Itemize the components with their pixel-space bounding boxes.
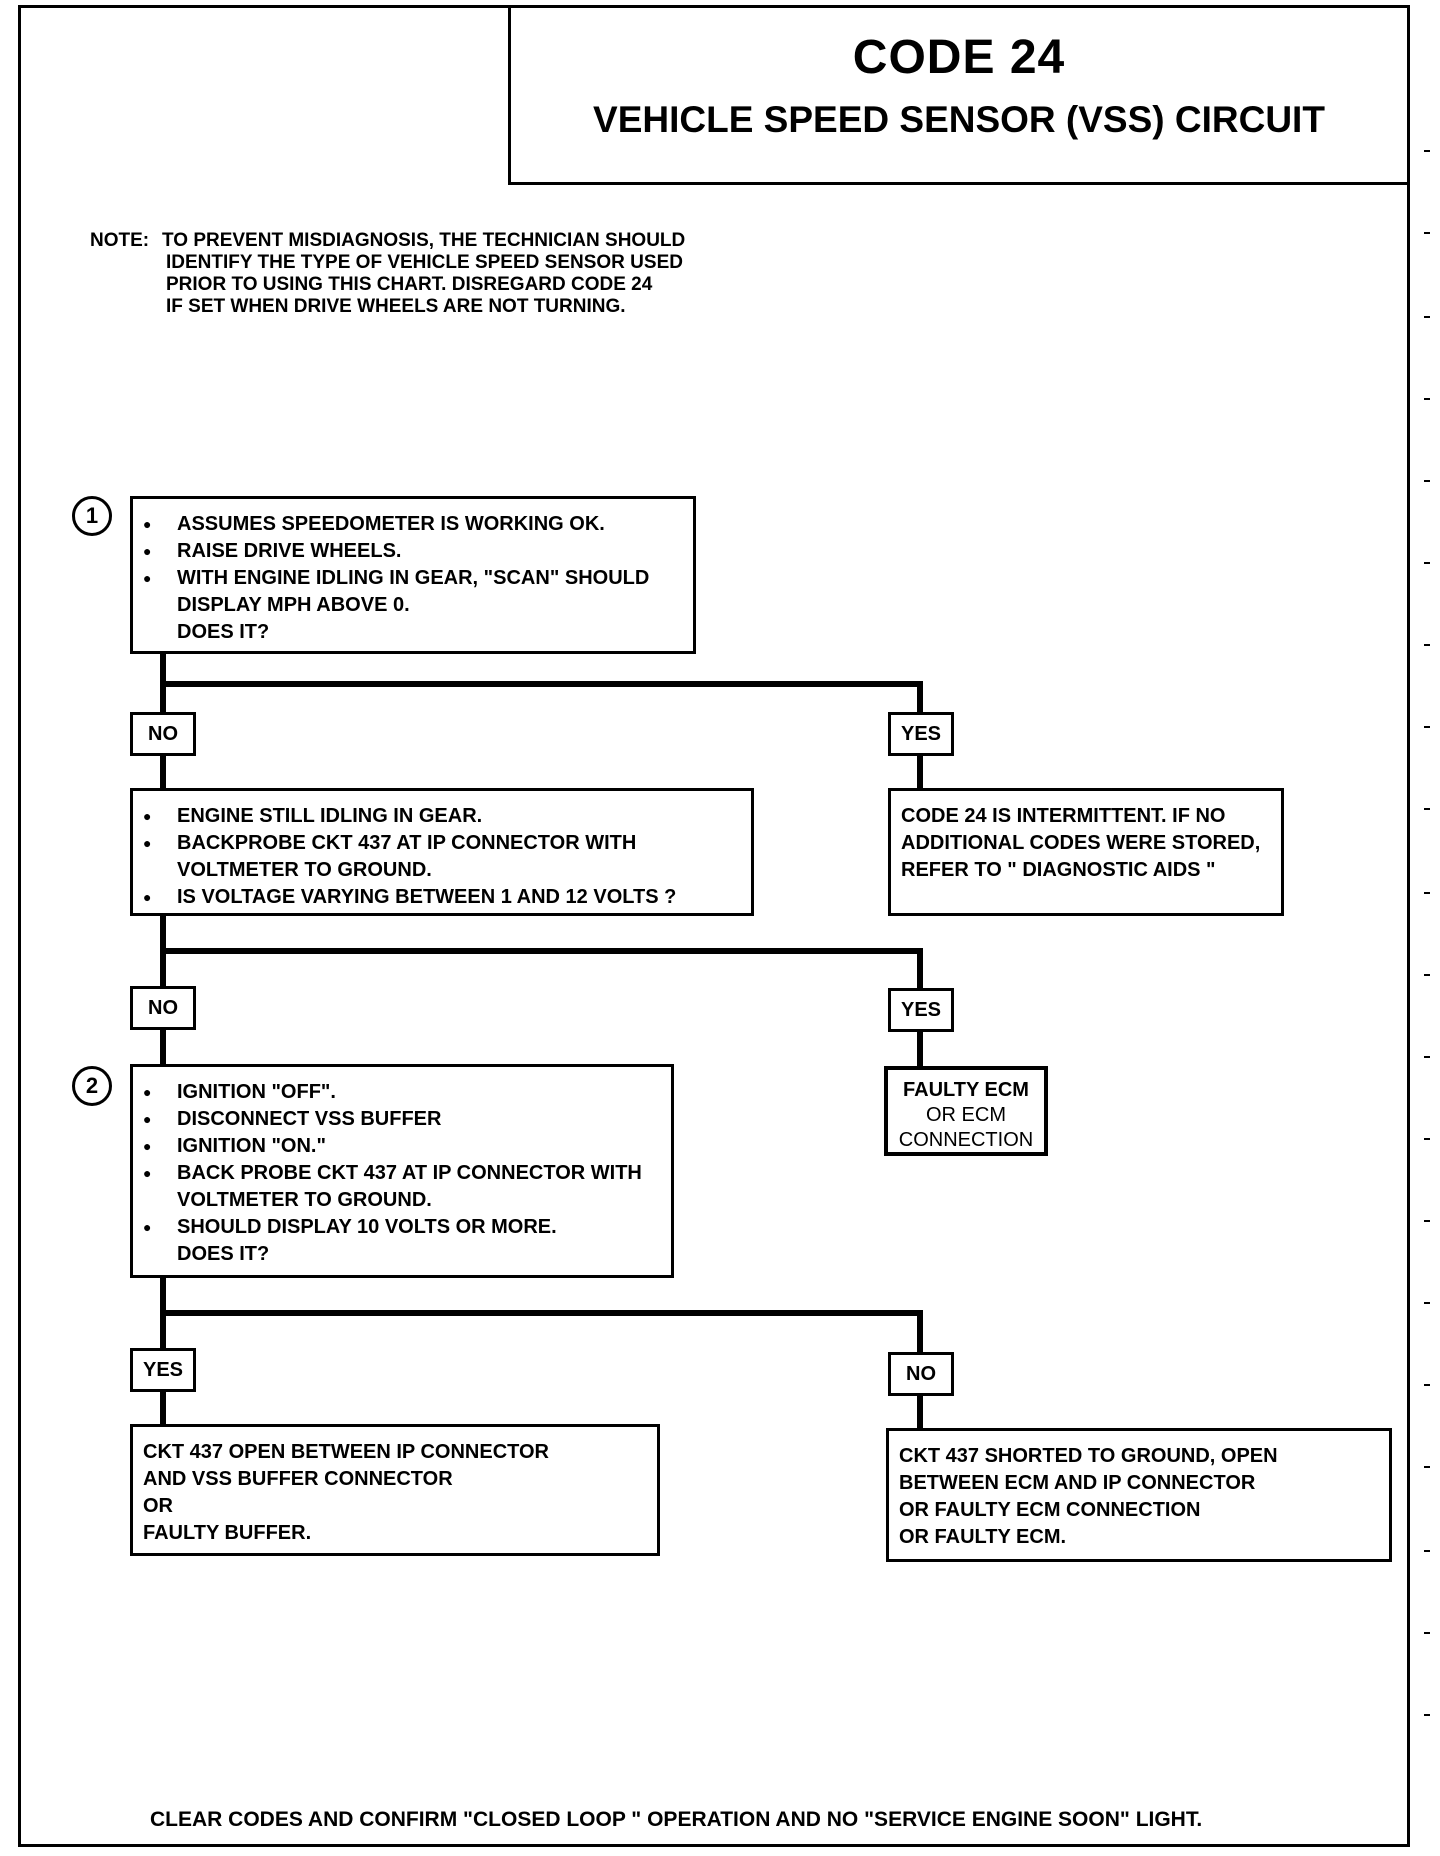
list-item: SHOULD DISPLAY 10 VOLTS OR MORE. [133, 1214, 671, 1241]
note-line: PRIOR TO USING THIS CHART. DISREGARD COD… [166, 274, 653, 295]
voltage-check-box: ENGINE STILL IDLING IN GEAR. BACKPROBE C… [130, 788, 754, 916]
margin-tick [1424, 1384, 1430, 1386]
list-item: IS VOLTAGE VARYING BETWEEN 1 AND 12 VOLT… [133, 884, 751, 911]
step-1-box: ASSUMES SPEEDOMETER IS WORKING OK. RAISE… [130, 496, 696, 654]
yes-label: YES [888, 988, 954, 1032]
list-item-continuation: DOES IT? [177, 621, 270, 643]
list-item-continuation: DISPLAY MPH ABOVE 0. [177, 594, 410, 616]
margin-tick [1424, 1466, 1430, 1468]
list-item: BACK PROBE CKT 437 AT IP CONNECTOR WITH [133, 1160, 671, 1187]
result-line: ADDITIONAL CODES WERE STORED, [901, 832, 1261, 854]
margin-tick [1424, 316, 1430, 318]
faulty-ecm-box: FAULTY ECM OR ECM CONNECTION [884, 1066, 1048, 1156]
no-label: NO [130, 712, 196, 756]
margin-tick [1424, 398, 1430, 400]
result-line: OR FAULTY ECM. [899, 1526, 1067, 1548]
margin-tick [1424, 1138, 1430, 1140]
step-1-marker: 1 [72, 496, 112, 536]
connector-line [917, 681, 923, 714]
margin-tick [1424, 1220, 1430, 1222]
yes-label: YES [130, 1348, 196, 1392]
margin-tick [1424, 1056, 1430, 1058]
result-line: CKT 437 SHORTED TO GROUND, OPEN [899, 1445, 1278, 1467]
result-line: BETWEEN ECM AND IP CONNECTOR [899, 1472, 1256, 1494]
connector-line [917, 948, 923, 990]
no-label: NO [888, 1352, 954, 1396]
footer-instruction: CLEAR CODES AND CONFIRM "CLOSED LOOP " O… [150, 1808, 1203, 1831]
result-line: OR ECM [926, 1104, 1006, 1126]
list-item: IGNITION "OFF". [133, 1079, 671, 1106]
connector-line [160, 1030, 166, 1066]
note-line: IF SET WHEN DRIVE WHEELS ARE NOT TURNING… [166, 296, 626, 317]
connector-line [917, 756, 923, 790]
result-line: OR FAULTY ECM CONNECTION [899, 1499, 1201, 1521]
note-line: IDENTIFY THE TYPE OF VEHICLE SPEED SENSO… [166, 252, 683, 273]
intermittent-result-box: CODE 24 IS INTERMITTENT. IF NO ADDITIONA… [888, 788, 1284, 916]
connector-line [917, 1396, 923, 1430]
list-item: BACKPROBE CKT 437 AT IP CONNECTOR WITH [133, 830, 751, 857]
list-item-continuation: DOES IT? [177, 1243, 270, 1265]
page-title: CODE 24 [852, 31, 1066, 84]
note-label: NOTE: [90, 230, 150, 251]
margin-tick [1424, 150, 1430, 152]
connector-line [160, 756, 166, 790]
result-line: CONNECTION [898, 1129, 1034, 1151]
result-line: FAULTY BUFFER. [143, 1522, 312, 1544]
title-box: CODE 24 VEHICLE SPEED SENSOR (VSS) CIRCU… [508, 5, 1410, 185]
step-2-box: IGNITION "OFF". DISCONNECT VSS BUFFER IG… [130, 1064, 674, 1278]
list-item: RAISE DRIVE WHEELS. [133, 538, 693, 565]
list-item: IGNITION "ON." [133, 1133, 671, 1160]
list-item-continuation: VOLTMETER TO GROUND. [177, 1189, 432, 1211]
shorted-result-box: CKT 437 SHORTED TO GROUND, OPEN BETWEEN … [886, 1428, 1392, 1562]
connector-line [917, 1310, 923, 1354]
margin-tick [1424, 562, 1430, 564]
result-line: AND VSS BUFFER CONNECTOR [143, 1468, 453, 1490]
result-line: OR [143, 1495, 173, 1517]
margin-tick [1424, 232, 1430, 234]
note: NOTE: TO PREVENT MISDIAGNOSIS, THE TECHNI… [90, 230, 810, 318]
result-line: FAULTY ECM [903, 1079, 1029, 1101]
result-line: CKT 437 OPEN BETWEEN IP CONNECTOR [143, 1441, 549, 1463]
margin-tick [1424, 1714, 1430, 1716]
list-item: ASSUMES SPEEDOMETER IS WORKING OK. [133, 511, 693, 538]
note-line: TO PREVENT MISDIAGNOSIS, THE TECHNICIAN … [162, 230, 686, 251]
margin-tick [1424, 974, 1430, 976]
step-2-marker: 2 [72, 1066, 112, 1106]
list-item: DISCONNECT VSS BUFFER [133, 1106, 671, 1133]
margin-tick [1424, 644, 1430, 646]
connector-line [160, 681, 923, 687]
list-item-continuation: VOLTMETER TO GROUND. [177, 859, 432, 881]
margin-tick [1424, 892, 1430, 894]
margin-tick [1424, 1632, 1430, 1634]
margin-tick [1424, 726, 1430, 728]
margin-tick [1424, 808, 1430, 810]
connector-line [917, 1032, 923, 1068]
page-subtitle: VEHICLE SPEED SENSOR (VSS) CIRCUIT [593, 99, 1325, 140]
open-circuit-result-box: CKT 437 OPEN BETWEEN IP CONNECTOR AND VS… [130, 1424, 660, 1556]
connector-line [160, 1310, 923, 1316]
connector-line [160, 948, 923, 954]
result-line: CODE 24 IS INTERMITTENT. IF NO [901, 805, 1226, 827]
margin-tick [1424, 1550, 1430, 1552]
yes-label: YES [888, 712, 954, 756]
connector-line [160, 1392, 166, 1426]
margin-tick [1424, 1302, 1430, 1304]
list-item: WITH ENGINE IDLING IN GEAR, "SCAN" SHOUL… [133, 565, 693, 592]
margin-tick [1424, 480, 1430, 482]
result-line: REFER TO " DIAGNOSTIC AIDS " [901, 859, 1216, 881]
no-label: NO [130, 986, 196, 1030]
list-item: ENGINE STILL IDLING IN GEAR. [133, 803, 751, 830]
